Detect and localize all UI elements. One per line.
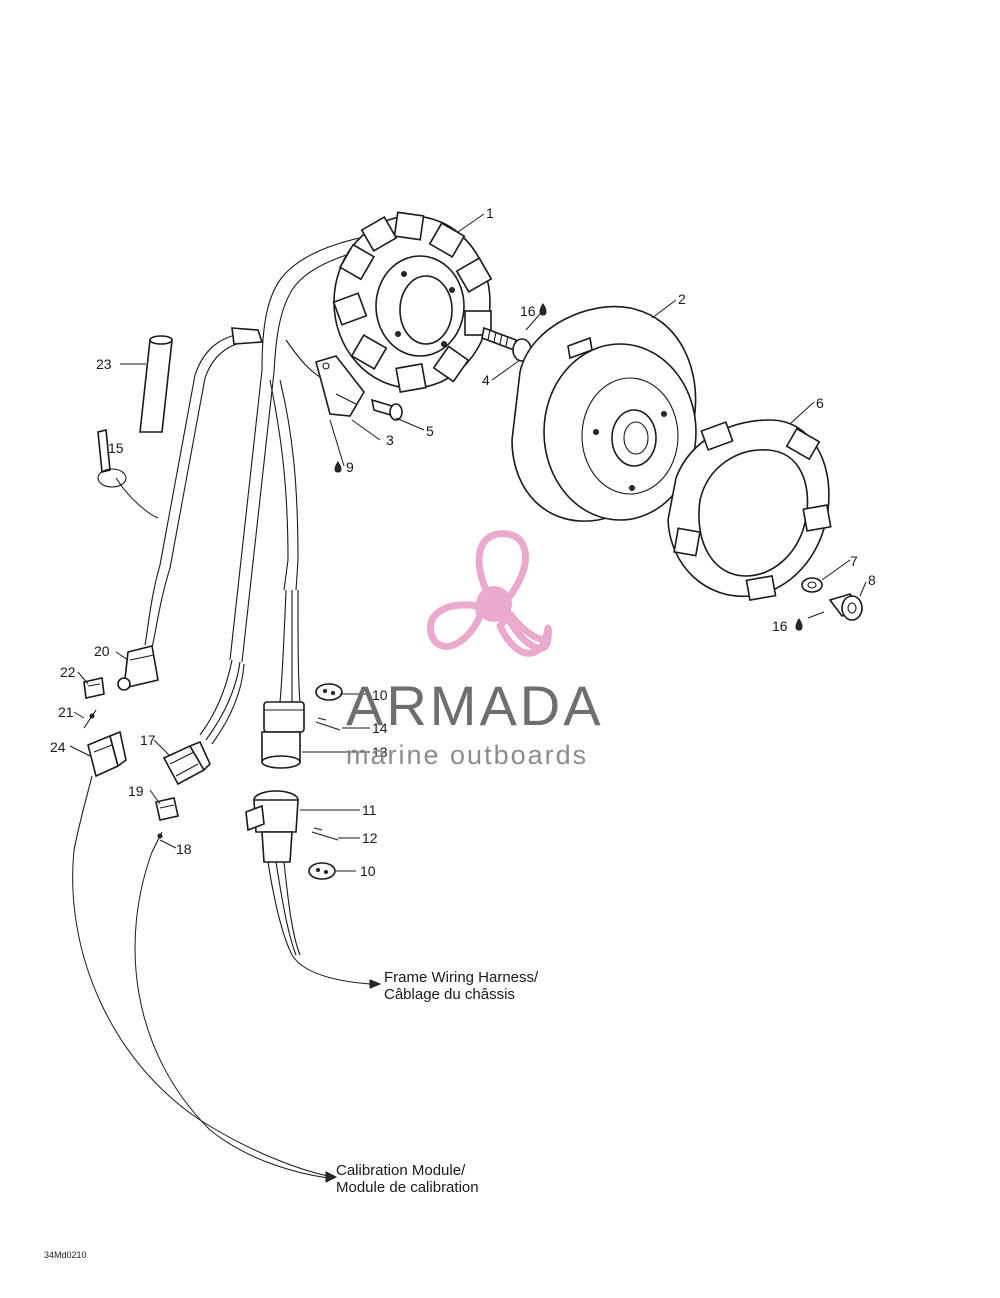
part-19-lock: [155, 797, 179, 821]
callout-15: 15: [108, 440, 124, 456]
callout-10-lower: 10: [360, 863, 376, 879]
part-4-bolt: [481, 326, 532, 362]
watermark-brand: ARMADA: [346, 674, 604, 737]
callout-21: 21: [58, 704, 74, 720]
part-24-connector: [73, 730, 127, 851]
propeller-logo-icon: [426, 530, 552, 657]
frame-harness-note-line2: Câblage du châssis: [384, 986, 515, 1003]
part-12-terminal: [311, 827, 339, 841]
callout-1: 1: [486, 205, 494, 221]
callout-10-upper: 10: [372, 687, 388, 703]
callout-2: 2: [678, 291, 686, 307]
part-17-connector: [162, 740, 211, 786]
leader-lines: [69, 213, 867, 1183]
watermark-tagline: marine outboards: [346, 740, 588, 770]
part-14-terminal: [315, 717, 341, 731]
armada-watermark: ARMADA marine outboards: [346, 530, 604, 770]
part-3-trigger-coil: [315, 355, 365, 417]
part-10-seal-upper: [315, 683, 343, 701]
part-20-connector: [117, 645, 159, 691]
callout-7: 7: [850, 553, 858, 569]
drop-icon: [795, 618, 803, 631]
part-13-connector: [261, 701, 305, 769]
part-5-screw: [370, 398, 403, 421]
callout-20: 20: [94, 643, 110, 659]
part-2-flywheel: [511, 305, 697, 522]
part-22-lock: [83, 677, 105, 699]
callout-5: 5: [426, 423, 434, 439]
destination-notes: Frame Wiring Harness/ Câblage du châssis…: [336, 969, 539, 1196]
callout-23: 23: [96, 356, 112, 372]
callout-11: 11: [362, 802, 377, 818]
callout-22: 22: [60, 664, 76, 680]
callout-9: 9: [346, 459, 354, 475]
part-23-sleeve: [139, 335, 173, 433]
callout-14: 14: [372, 720, 388, 736]
drop-icon: [539, 303, 547, 316]
part-7-washer: [801, 577, 823, 593]
calibration-module-note-line2: Module de calibration: [336, 1179, 479, 1196]
part-21-terminal: [83, 709, 97, 729]
callout-8: 8: [868, 572, 876, 588]
svg-text:16: 16: [772, 618, 788, 634]
callout-4: 4: [482, 372, 490, 388]
callout-24: 24: [50, 739, 66, 755]
callout-19: 19: [128, 783, 144, 799]
callout-13: 13: [372, 744, 388, 760]
part-9-drop-icon: [334, 461, 342, 473]
part-11-connector: [245, 790, 301, 956]
frame-harness-note-line1: Frame Wiring Harness/: [384, 969, 539, 986]
callout-6: 6: [816, 395, 824, 411]
callout-17: 17: [140, 732, 156, 748]
part-10-seal-lower: [308, 862, 336, 880]
callout-numbers: 1 2 3 4 5 6 7 8 9 10 10 11 12 13 14 15 1…: [50, 205, 876, 879]
drawing-code: 34Md0210: [44, 1250, 87, 1260]
callout-16-upper: 16: [520, 303, 547, 319]
callout-12: 12: [362, 830, 378, 846]
calibration-module-note-line1: Calibration Module/: [336, 1162, 466, 1179]
callout-18: 18: [176, 841, 192, 857]
part-18-terminal: [151, 831, 163, 853]
part-6-cover: [667, 419, 832, 602]
part-8-nut: [828, 593, 864, 621]
svg-text:16: 16: [520, 303, 536, 319]
part-15-cable-tie: [97, 428, 127, 488]
callout-16-lower: 16: [772, 618, 803, 634]
part-1-stator: [332, 211, 493, 394]
callout-3: 3: [386, 432, 394, 448]
